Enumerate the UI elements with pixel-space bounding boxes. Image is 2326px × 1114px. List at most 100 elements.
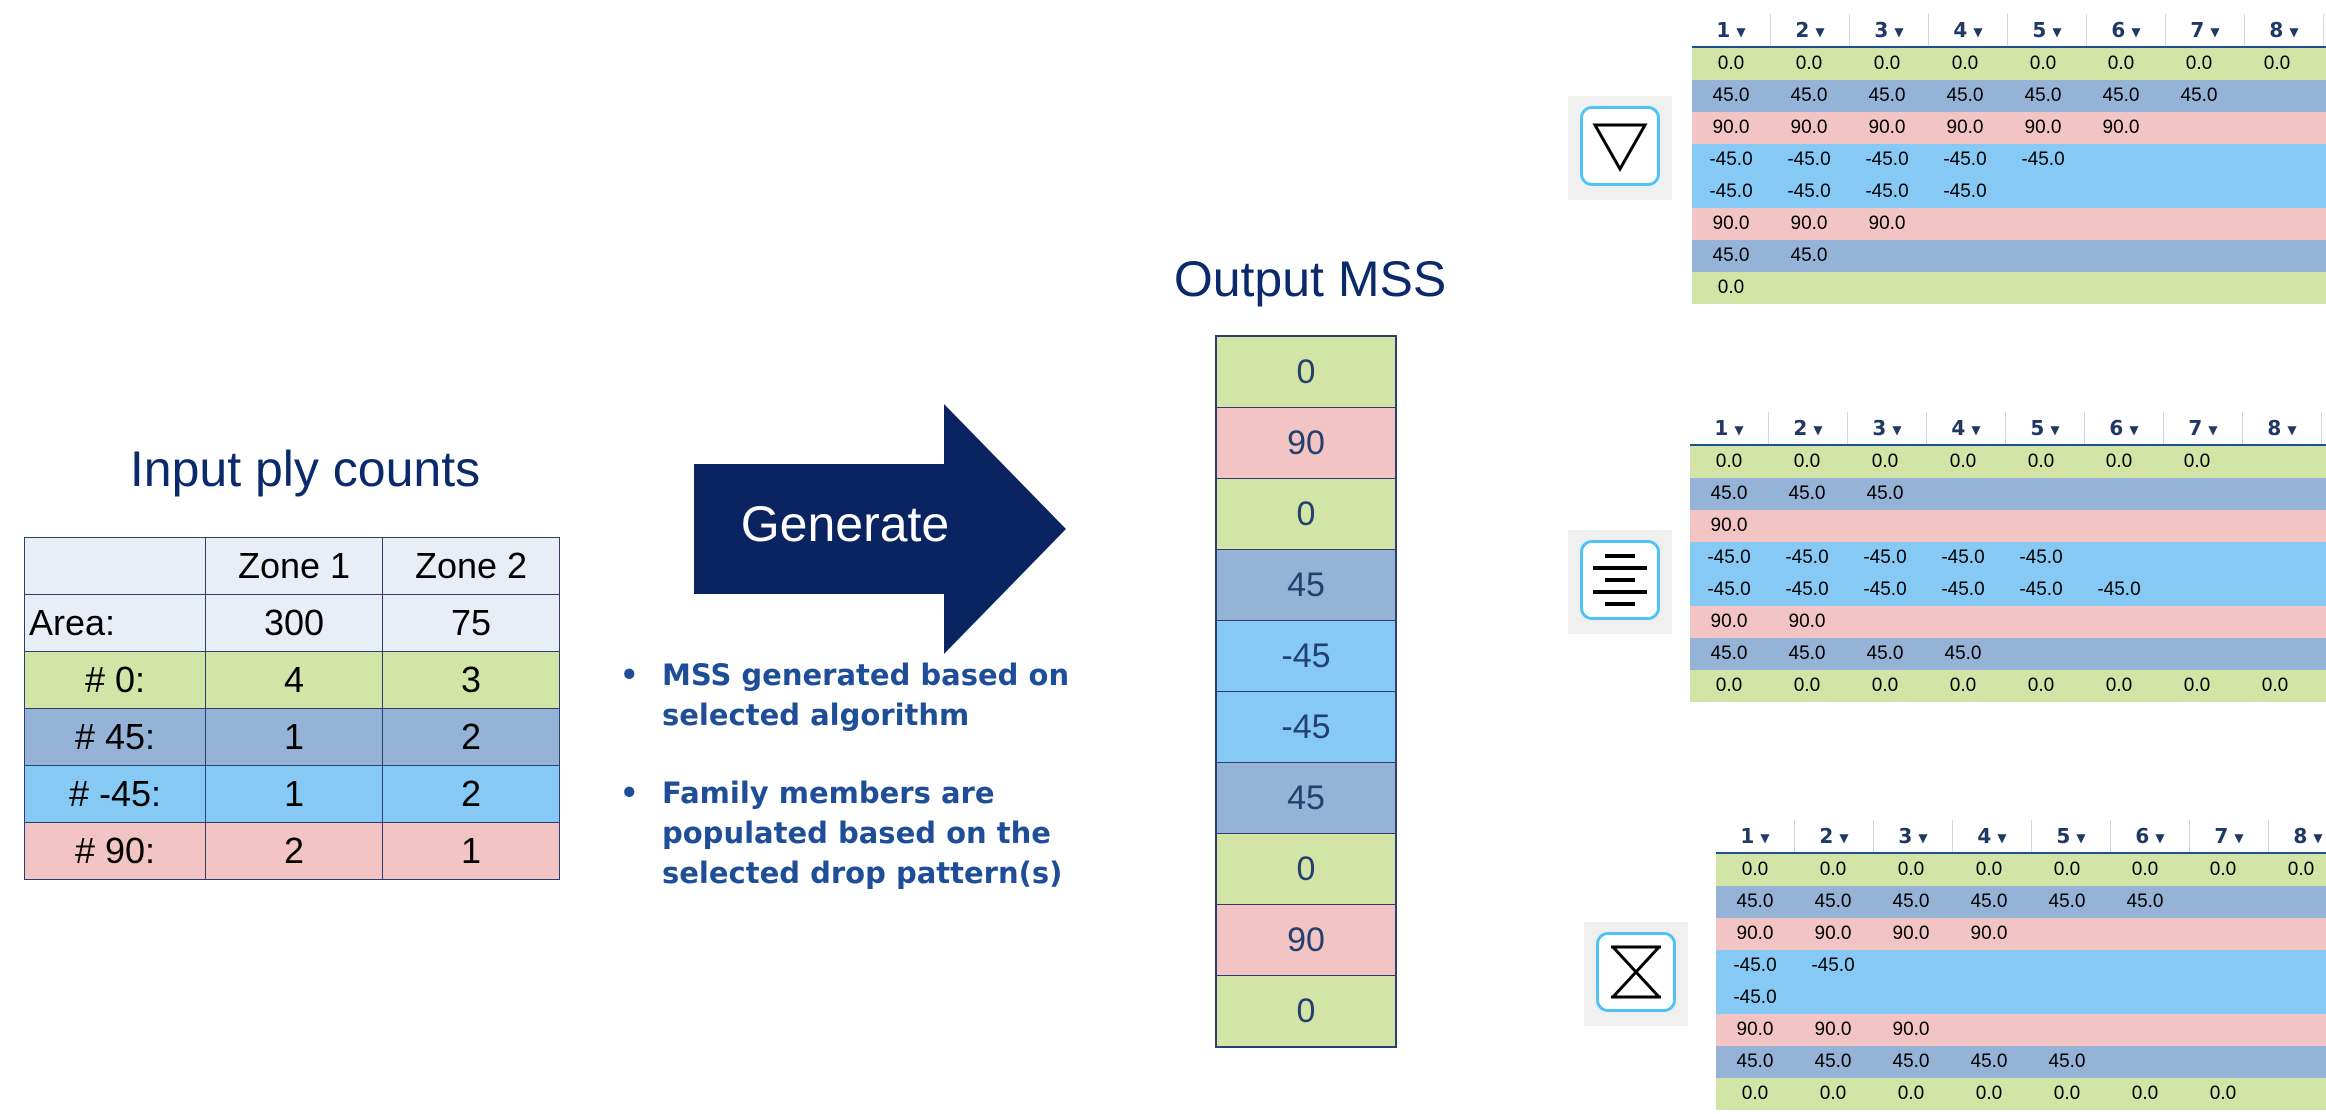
family-cell (2158, 638, 2236, 670)
filter-dropdown-icon[interactable]: ▼ (1971, 422, 1981, 437)
family-cell: 0.0 (2263, 53, 2291, 74)
family-cell (1848, 272, 1926, 304)
input-title: Input ply counts (129, 441, 481, 497)
bullet-dot-icon: • (620, 776, 639, 810)
mss-ply-cell: -45 (1217, 621, 1395, 692)
family-cell: 0.0 (1871, 675, 1899, 696)
family-cell (1848, 240, 1926, 272)
family-column-header[interactable]: 3▼ (1874, 820, 1953, 852)
family-column-header[interactable]: 2▼ (1795, 820, 1874, 852)
family-cell (1950, 950, 2028, 982)
family-cell: 45.0 (1790, 245, 1828, 266)
family-column-header[interactable]: 7▼ (2166, 14, 2245, 46)
family-column-header[interactable]: 7▼ (2190, 820, 2269, 852)
filter-dropdown-icon[interactable]: ▼ (1736, 24, 1746, 39)
family-cell (1846, 606, 1924, 638)
family-column-header[interactable]: 8▼ (2245, 14, 2324, 46)
centered-lines-icon[interactable] (1568, 530, 1672, 634)
filter-dropdown-icon[interactable]: ▼ (2155, 830, 2165, 845)
family-column-header[interactable]: 4▼ (1927, 412, 2006, 444)
filter-dropdown-icon[interactable]: ▼ (2287, 422, 2297, 437)
family-cell: 45.0 (1892, 891, 1930, 912)
filter-dropdown-icon[interactable]: ▼ (1813, 422, 1823, 437)
family-column-header[interactable]: 6▼ (2087, 14, 2166, 46)
filter-dropdown-icon[interactable]: ▼ (1973, 24, 1983, 39)
family-column-header[interactable]: 3▼ (1848, 412, 1927, 444)
filter-dropdown-icon[interactable]: ▼ (2234, 830, 2244, 845)
filter-dropdown-icon[interactable]: ▼ (1892, 422, 1902, 437)
triangle-down-icon[interactable] (1568, 96, 1672, 200)
filter-dropdown-icon[interactable]: ▼ (2131, 24, 2141, 39)
filter-dropdown-icon[interactable]: ▼ (2289, 24, 2299, 39)
filter-dropdown-icon[interactable]: ▼ (1734, 422, 1744, 437)
hourglass-icon[interactable] (1584, 922, 1688, 1026)
column-number: 7 (2214, 824, 2229, 848)
family-cell: 0.0 (2183, 451, 2211, 472)
filter-dropdown-icon[interactable]: ▼ (1894, 24, 1904, 39)
family-column-header[interactable]: 8▼ (2243, 412, 2322, 444)
family-cell: 0.0 (1975, 859, 2003, 880)
filter-dropdown-icon[interactable]: ▼ (2052, 24, 2062, 39)
filter-dropdown-icon[interactable]: ▼ (2050, 422, 2060, 437)
family-column-header[interactable]: 6▼ (2085, 412, 2164, 444)
family-column-header[interactable]: 3▼ (1850, 14, 1929, 46)
bullet-dot-icon: • (620, 658, 639, 692)
column-number: 4 (1953, 18, 1968, 42)
description-bullets: • MSS generated based on selected algori… (620, 655, 1140, 931)
family-cell: 90.0 (1790, 213, 1828, 234)
family-cell: 90.0 (1790, 117, 1828, 138)
filter-dropdown-icon[interactable]: ▼ (1815, 24, 1825, 39)
family-column-header[interactable]: 5▼ (2032, 820, 2111, 852)
family-cell: 45.0 (2126, 891, 2164, 912)
family-row: -45.0-45.0-45.0-45.0-45.0-45.0 (1690, 574, 2326, 606)
filter-dropdown-icon[interactable]: ▼ (1918, 830, 1928, 845)
family-cell: 0.0 (2131, 1083, 2159, 1104)
family-column-header[interactable]: 2▼ (1771, 14, 1850, 46)
family-column-header[interactable]: 2▼ (1769, 412, 1848, 444)
filter-dropdown-icon[interactable]: ▼ (1997, 830, 2007, 845)
filter-dropdown-icon[interactable]: ▼ (2313, 830, 2323, 845)
family-row: -45.0-45.0-45.0-45.0-45.0 (1692, 144, 2326, 176)
family-column-header[interactable]: 4▼ (1953, 820, 2032, 852)
family-row: -45.0-45.0-45.0-45.0-45.0 (1690, 542, 2326, 574)
family-column-header[interactable]: 6▼ (2111, 820, 2190, 852)
family-column-header[interactable]: 1▼ (1690, 412, 1769, 444)
family-cell: 45.0 (1788, 483, 1826, 504)
family-cell: -45.0 (2097, 579, 2141, 600)
family-cell: -45.0 (1785, 547, 1829, 568)
family-column-header[interactable]: 1▼ (1716, 820, 1795, 852)
family-cell: 0.0 (2185, 53, 2213, 74)
family-cell: 45.0 (2180, 85, 2218, 106)
column-number: 6 (2111, 18, 2126, 42)
family-column-header[interactable]: 5▼ (2008, 14, 2087, 46)
family-cell (2080, 510, 2158, 542)
filter-dropdown-icon[interactable]: ▼ (2210, 24, 2220, 39)
family-column-header[interactable]: 5▼ (2006, 412, 2085, 444)
family-cell (1872, 950, 1950, 982)
filter-dropdown-icon[interactable]: ▼ (1760, 830, 1770, 845)
family-cell (2028, 1014, 2106, 1046)
family-column-header[interactable]: 4▼ (1929, 14, 2008, 46)
filter-dropdown-icon[interactable]: ▼ (2208, 422, 2218, 437)
column-number: 5 (2032, 18, 2047, 42)
family-cell: -45.0 (1943, 181, 1987, 202)
family-cell: 90.0 (1868, 213, 1906, 234)
column-number: 3 (1874, 18, 1889, 42)
family-cell: 0.0 (2105, 675, 2133, 696)
filter-dropdown-icon[interactable]: ▼ (1839, 830, 1849, 845)
family-cell: 0.0 (2261, 675, 2289, 696)
family-column-header[interactable]: 8▼ (2269, 820, 2326, 852)
filter-dropdown-icon[interactable]: ▼ (2129, 422, 2139, 437)
family-column-header[interactable]: 1▼ (1692, 14, 1771, 46)
column-number: 4 (1977, 824, 1992, 848)
family-column-header[interactable]: 7▼ (2164, 412, 2243, 444)
filter-dropdown-icon[interactable]: ▼ (2076, 830, 2086, 845)
family-cell (2238, 112, 2316, 144)
family-cell: 0.0 (1717, 53, 1745, 74)
